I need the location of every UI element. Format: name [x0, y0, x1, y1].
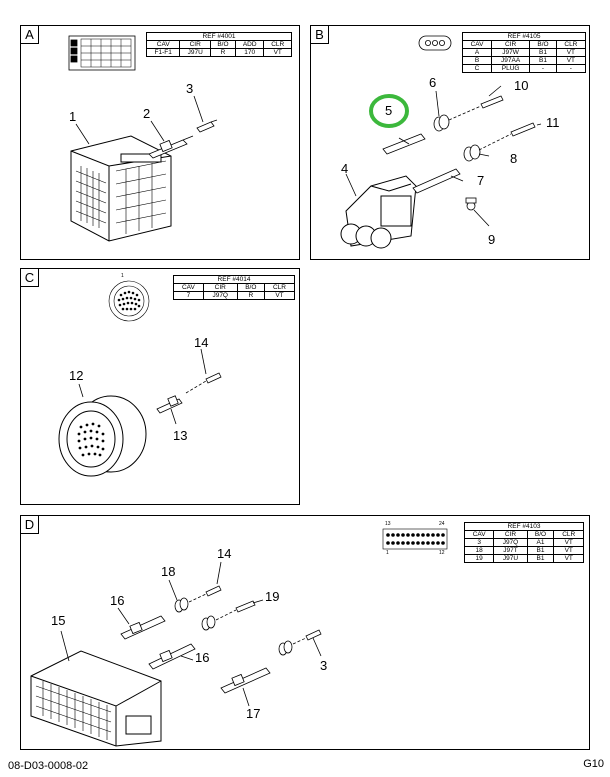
pin-label-1: 1 — [386, 550, 389, 556]
callout-3: 3 — [186, 81, 194, 96]
table-cell: J97U — [179, 48, 211, 57]
terminal-5 — [382, 133, 426, 155]
terminal-3 — [196, 119, 218, 133]
callout-1: 1 — [69, 109, 77, 124]
callout-16-upper: 16 — [110, 593, 125, 608]
panel-letter-b: B — [311, 26, 329, 44]
three-pin-connector-icon — [418, 35, 452, 51]
plug-9 — [465, 197, 477, 211]
callout-8: 8 — [510, 151, 518, 166]
callout-14: 14 — [217, 546, 232, 561]
callout-12: 12 — [69, 368, 84, 383]
leader-lines-d — [60, 561, 322, 707]
pin-label-24: 24 — [439, 521, 445, 527]
face-pin-label: 1 — [121, 273, 124, 279]
panel-b: B REF #4105 CAV CIR B/O CLR A J97W B1 VT… — [310, 25, 590, 260]
page-code: G10 — [583, 758, 604, 770]
terminal-2 — [148, 135, 194, 159]
callout-6: 6 — [429, 75, 437, 90]
terminal-17 — [220, 667, 271, 694]
panel-a-drawing — [68, 35, 218, 242]
ref-table-b: REF #4105 CAV CIR B/O CLR A J97W B1 VT B… — [461, 32, 587, 73]
table-cell: R — [209, 48, 236, 57]
seal-6 — [433, 114, 450, 132]
callout-17: 17 — [246, 706, 261, 721]
wire-19 — [215, 600, 256, 621]
table-cell: VT — [553, 554, 584, 563]
highlight-circle — [369, 94, 409, 128]
document-number: 08-D03-0008-02 — [8, 760, 89, 772]
pin-label-13: 13 — [385, 521, 391, 527]
callout-16-middle: 16 — [195, 650, 210, 665]
seal-3 — [278, 640, 293, 656]
panel-c-drawing — [58, 280, 222, 477]
panel-d-drawing — [30, 528, 448, 747]
callout-14: 14 — [194, 335, 209, 350]
table-cell: 19 — [463, 554, 495, 563]
wire-11 — [478, 122, 536, 151]
leader-lines-c — [78, 348, 207, 425]
round-connector-face-icon — [108, 280, 150, 322]
callout-18: 18 — [161, 564, 176, 579]
table-cell: R — [236, 291, 265, 300]
seal-8 — [463, 144, 481, 162]
circular-connector-12 — [58, 395, 147, 477]
callout-3: 3 — [320, 658, 328, 673]
callout-11: 11 — [546, 115, 560, 130]
table-cell: B1 — [526, 554, 555, 563]
callout-9: 9 — [488, 232, 496, 247]
callout-10: 10 — [514, 78, 529, 93]
callout-4: 4 — [341, 161, 349, 176]
terminal-13 — [156, 395, 183, 414]
terminal-16-upper — [120, 615, 166, 640]
panel-d: D REF #4103 CAV CIR B/O CLR 3 J97Q A1 VT… — [20, 515, 590, 750]
panel-a: A REF #4001 CAV CIR B/O ADD CLR F1-F1 J9… — [20, 25, 300, 260]
table-cell: J97U — [493, 554, 528, 563]
ref-table-a: REF #4001 CAV CIR B/O ADD CLR F1-F1 J97U… — [145, 32, 292, 57]
table-cell: VT — [263, 48, 292, 57]
panel-c: C REF #4014 CAV CIR B/O CLR 7 J97Q R VT — [20, 268, 300, 505]
terminal-7 — [412, 168, 461, 194]
leader-lines-b — [345, 85, 542, 227]
connector-housing-15 — [30, 650, 162, 747]
panel-b-drawing — [340, 35, 542, 249]
panel-letter-a: A — [21, 26, 39, 44]
callout-7: 7 — [477, 173, 485, 188]
callout-19: 19 — [265, 589, 280, 604]
panel-letter-c: C — [21, 269, 39, 287]
connector-face-icon — [68, 35, 136, 71]
wire-14 — [188, 585, 222, 603]
callout-13: 13 — [173, 428, 188, 443]
ref-table-c: REF #4014 CAV CIR B/O CLR 7 J97Q R VT — [173, 275, 296, 300]
leader-lines-a — [75, 95, 204, 145]
ref-table-d: REF #4103 CAV CIR B/O CLR 3 J97Q A1 VT 1… — [463, 522, 584, 563]
terminal-14 — [185, 372, 222, 394]
table-cell: - — [555, 64, 587, 73]
panel-letter-d: D — [21, 516, 39, 534]
callout-5: 5 — [385, 103, 393, 118]
terminal-16-middle — [148, 643, 196, 670]
seal-19 — [201, 615, 216, 631]
connector-housing-4 — [340, 175, 417, 249]
wire-3 — [292, 629, 322, 645]
wire-10 — [448, 95, 504, 121]
pin-grid-face-icon — [382, 528, 448, 550]
callout-15: 15 — [51, 613, 66, 628]
pin-label-12: 12 — [439, 550, 445, 556]
connector-housing-1 — [70, 135, 172, 242]
seal-18 — [174, 597, 189, 613]
table-cell: VT — [263, 291, 296, 300]
table-cell: PLUG — [491, 64, 531, 73]
callout-2: 2 — [143, 106, 151, 121]
